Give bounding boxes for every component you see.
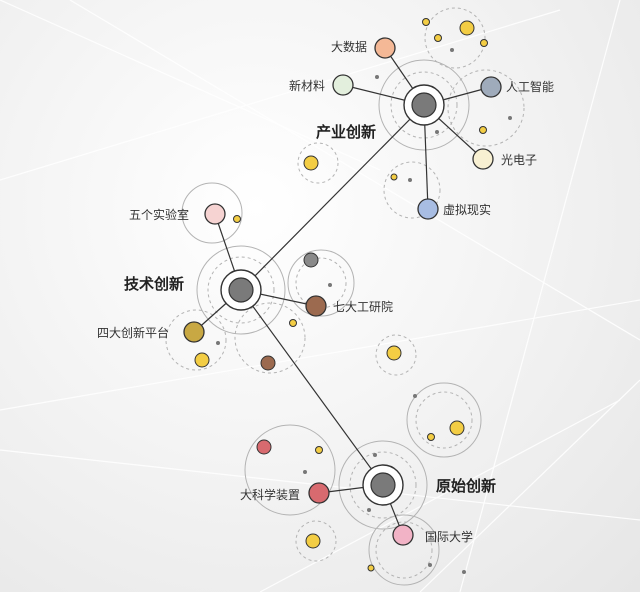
ring-origin-outer <box>338 440 428 530</box>
ring-tech-bottom <box>234 302 306 374</box>
ring-big-science <box>244 424 336 516</box>
label-five-labs: 五个实验室 <box>129 208 190 222</box>
yellow-dot <box>390 173 398 181</box>
yellow-dot <box>386 345 402 361</box>
ring-vr <box>383 161 441 219</box>
yellow-dot <box>289 319 297 327</box>
ring-top-right <box>424 7 486 69</box>
node-virtual-reality[interactable] <box>417 198 439 220</box>
ring-industry-outer <box>378 59 470 151</box>
yellow-dot <box>434 34 442 42</box>
yellow-dot <box>449 420 465 436</box>
ring-five-labs <box>181 182 243 244</box>
ring-ai-right <box>447 69 525 147</box>
yellow-dot <box>233 215 241 223</box>
hub-industry[interactable] <box>403 84 445 126</box>
ring-left-yellow <box>297 142 339 184</box>
gray-dot <box>303 252 319 268</box>
yellow-dot <box>480 39 488 47</box>
label-ai: 人工智能 <box>506 80 555 94</box>
yellow-dot <box>459 20 475 36</box>
ring-tech-outer <box>196 245 286 335</box>
ring-bottom-left-yellow <box>295 520 337 562</box>
hub-origin[interactable] <box>362 464 404 506</box>
label-big-science: 大科学装置 <box>240 488 301 502</box>
yellow-dot <box>427 433 435 441</box>
yellow-dot <box>303 155 319 171</box>
node-big-data[interactable] <box>374 37 396 59</box>
label-four-platforms: 四大创新平台 <box>97 326 170 340</box>
node-new-materials[interactable] <box>332 74 354 96</box>
decorative-rings <box>165 7 525 586</box>
label-intl-univ: 国际大学 <box>425 530 474 544</box>
hub-label-industry: 产业创新 <box>316 123 377 141</box>
yellow-dot <box>194 352 210 368</box>
ring-bottom-right-dashed <box>375 521 433 579</box>
hub-tech[interactable] <box>220 269 262 311</box>
ring-seven <box>295 257 347 309</box>
yellow-dot <box>479 126 487 134</box>
red-dot <box>256 439 272 455</box>
yellow-dot <box>315 446 323 454</box>
label-big-data: 大数据 <box>331 40 368 54</box>
small-dots <box>194 18 488 572</box>
node-photoelectron[interactable] <box>472 148 494 170</box>
link-tech-origin <box>240 289 384 486</box>
ring-mid-yellow <box>375 334 417 376</box>
ring-origin-upper-right-dashed <box>415 391 473 449</box>
label-virtual-reality: 虚拟现实 <box>443 203 492 217</box>
yellow-dot <box>305 533 321 549</box>
node-ai[interactable] <box>480 76 502 98</box>
tiny-gray-dots <box>216 48 512 574</box>
ring-origin-dashed <box>349 451 417 519</box>
node-big-science[interactable] <box>308 482 330 504</box>
link-industry-tech <box>240 104 425 291</box>
ring-industry-dashed <box>390 71 458 139</box>
ring-gray-dot <box>287 249 355 317</box>
label-new-materials: 新材料 <box>289 79 326 93</box>
ring-four-platforms <box>165 309 227 371</box>
node-five-labs[interactable] <box>204 203 226 225</box>
label-seven-institutes: 七大工研院 <box>333 300 394 314</box>
ring-origin-upper-right <box>406 382 482 458</box>
hub-label-tech: 技术创新 <box>124 275 185 293</box>
ring-tech-dashed <box>207 256 275 324</box>
yellow-dot <box>422 18 430 26</box>
brown-dot <box>260 355 276 371</box>
hub-label-origin: 原始创新 <box>436 477 497 495</box>
ring-bottom-right <box>368 514 440 586</box>
node-intl-univ[interactable] <box>392 524 414 546</box>
node-four-platforms[interactable] <box>183 321 205 343</box>
yellow-dot <box>367 564 375 572</box>
label-photoelectron: 光电子 <box>501 153 538 167</box>
node-seven-institutes[interactable] <box>305 295 327 317</box>
